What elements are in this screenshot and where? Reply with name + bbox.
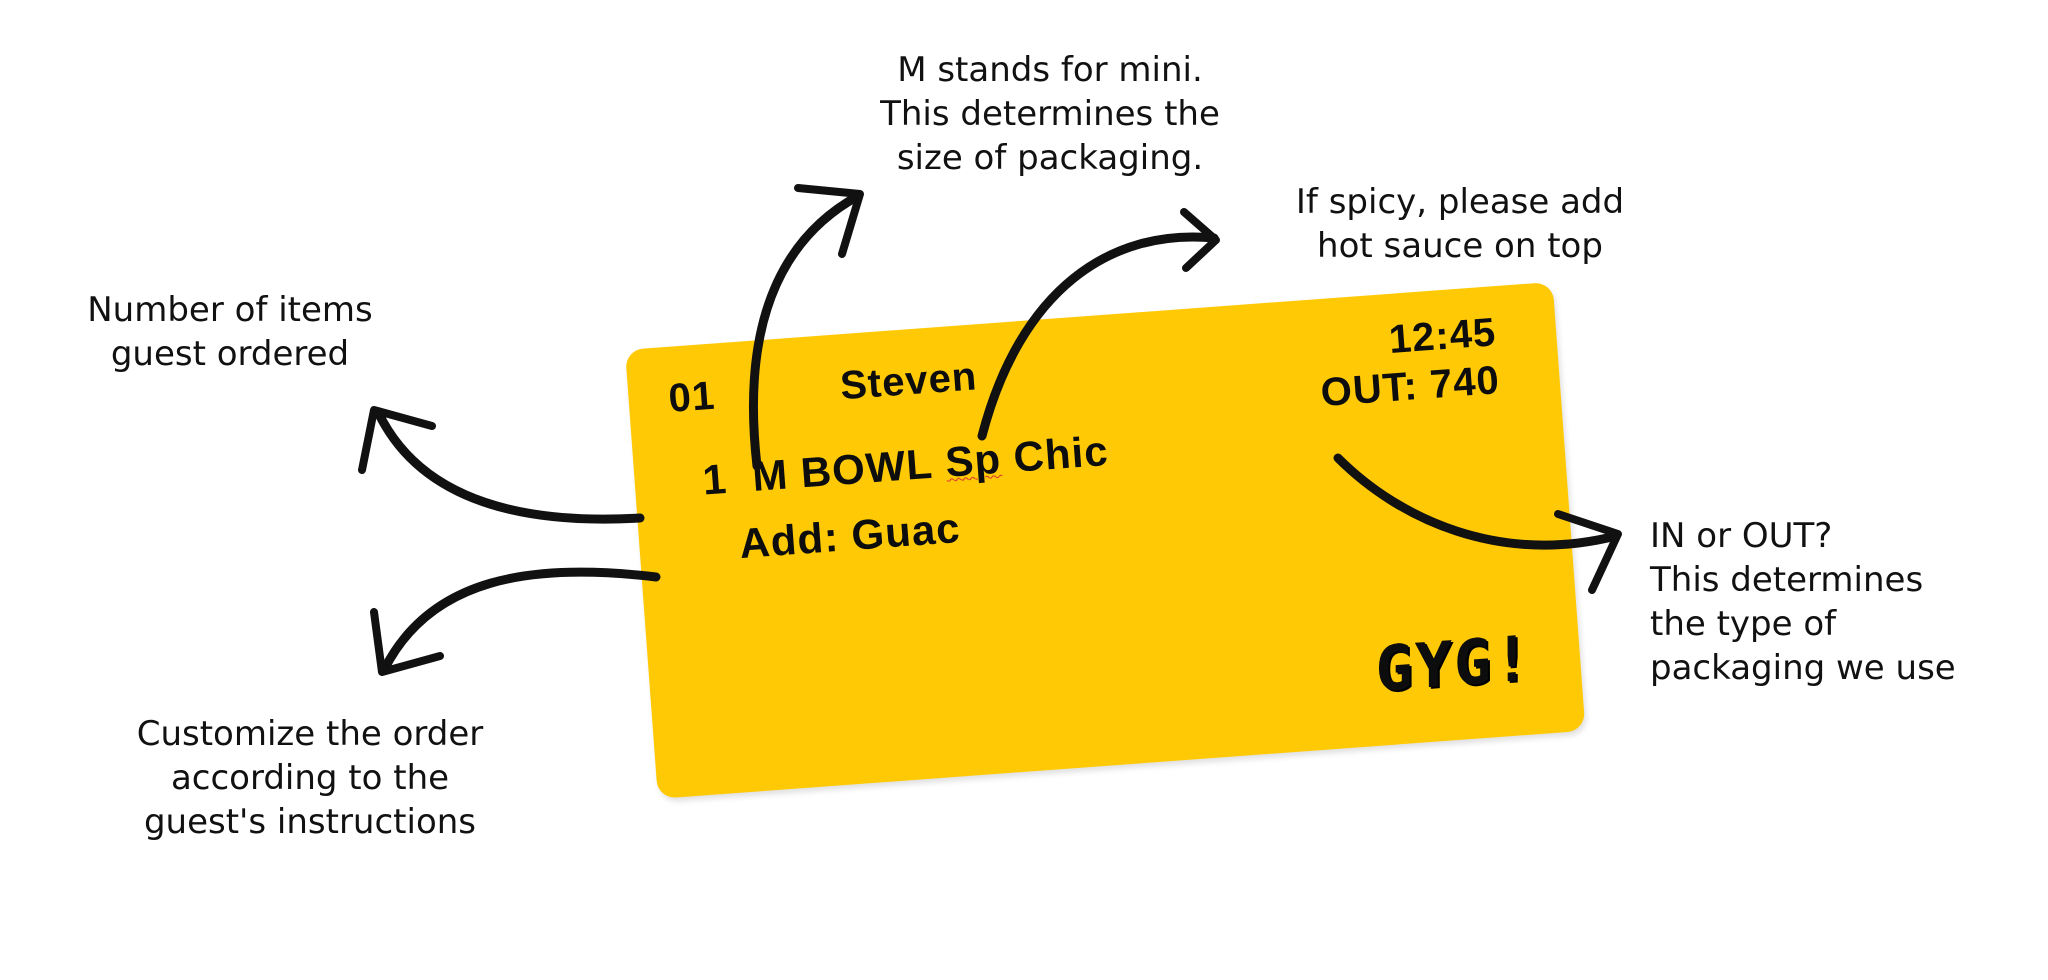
dine-option: OUT: 740 <box>1319 358 1502 416</box>
order-ticket: 01 Steven 12:45 OUT: 740 1 M BOWL Sp Chi… <box>625 281 1586 799</box>
annotation-customize: Customize the order according to the gue… <box>100 712 520 844</box>
annotation-spicy: If spicy, please add hot sauce on top <box>1250 180 1670 268</box>
order-time: 12:45 <box>1387 310 1498 362</box>
guest-name: Steven <box>838 354 979 409</box>
item-spicy: Sp <box>943 434 1003 486</box>
annotation-line: M stands for mini. <box>897 50 1203 90</box>
item-name: BOWL <box>799 439 935 497</box>
gyg-logo: GYG! <box>1374 621 1533 707</box>
annotation-line: packaging we use <box>1650 648 1956 688</box>
annotation-item-count: Number of items guest ordered <box>40 288 420 376</box>
arrow-to-customize <box>370 567 661 676</box>
item-quantity: 1 <box>701 454 729 504</box>
annotation-line: Number of items <box>87 290 373 330</box>
annotation-line: according to the <box>170 758 450 798</box>
annotation-line: This determines the <box>880 94 1220 134</box>
annotation-line: IN or OUT? <box>1650 516 1833 556</box>
annotation-line: This determines <box>1650 560 1924 600</box>
annotation-line: Customize the order <box>136 714 484 754</box>
annotation-mini-size: M stands for mini. This determines the s… <box>840 48 1260 180</box>
item-size: M <box>750 450 790 500</box>
annotation-in-out: IN or OUT? This determines the type of p… <box>1650 514 2030 690</box>
annotation-line: hot sauce on top <box>1317 226 1603 266</box>
annotation-line: guest ordered <box>110 334 350 374</box>
order-number: 01 <box>667 373 717 421</box>
add-on-line: Add: Guac <box>737 503 962 568</box>
item-protein: Chic <box>1011 426 1111 481</box>
annotation-line: size of packaging. <box>896 138 1204 178</box>
arrow-to-item-count <box>358 406 645 524</box>
order-item-line: 1 M BOWL Sp Chic <box>701 427 1110 505</box>
annotation-line: guest's instructions <box>143 802 477 842</box>
annotation-line: If spicy, please add <box>1295 182 1625 222</box>
annotation-line: the type of <box>1650 604 1837 644</box>
